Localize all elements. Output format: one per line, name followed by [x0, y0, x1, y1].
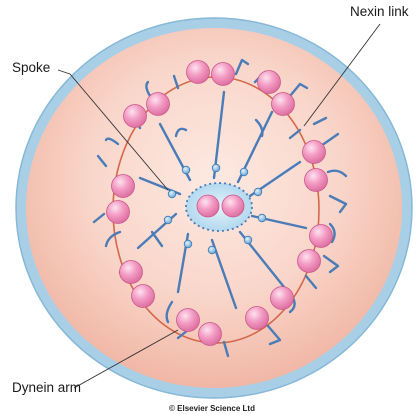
microtubule: [132, 285, 155, 308]
microtubule: [258, 71, 281, 94]
microtubule: [212, 63, 235, 86]
spoke-head: [258, 214, 266, 222]
central-microtubule: [222, 195, 244, 217]
spoke-head: [164, 216, 172, 224]
microtubule: [107, 201, 130, 224]
microtubule: [305, 169, 328, 192]
microtubule: [177, 309, 200, 332]
central-microtubule: [197, 195, 219, 217]
microtubule: [187, 61, 210, 84]
microtubule: [112, 175, 135, 198]
microtubule: [303, 141, 326, 164]
microtubule: [147, 93, 170, 116]
spoke-head: [212, 164, 220, 172]
spoke-head: [244, 236, 252, 244]
spoke-head: [254, 188, 262, 196]
spoke-head: [182, 166, 190, 174]
microtubule: [246, 307, 269, 330]
microtubule: [271, 287, 294, 310]
microtubule: [310, 225, 333, 248]
spoke-head: [184, 240, 192, 248]
nexin-link-label: Nexin link: [350, 4, 409, 19]
microtubule: [120, 261, 143, 284]
microtubule: [272, 93, 295, 116]
spoke-head: [240, 168, 248, 176]
spoke-head: [208, 246, 216, 254]
spoke-label: Spoke: [12, 60, 50, 75]
microtubule: [298, 250, 321, 273]
spoke-head: [168, 190, 176, 198]
credit-text: © Elsevier Science Ltd: [169, 404, 255, 413]
microtubule: [124, 105, 147, 128]
dynein-arm-label: Dynein arm: [12, 380, 81, 395]
microtubule: [199, 323, 222, 346]
